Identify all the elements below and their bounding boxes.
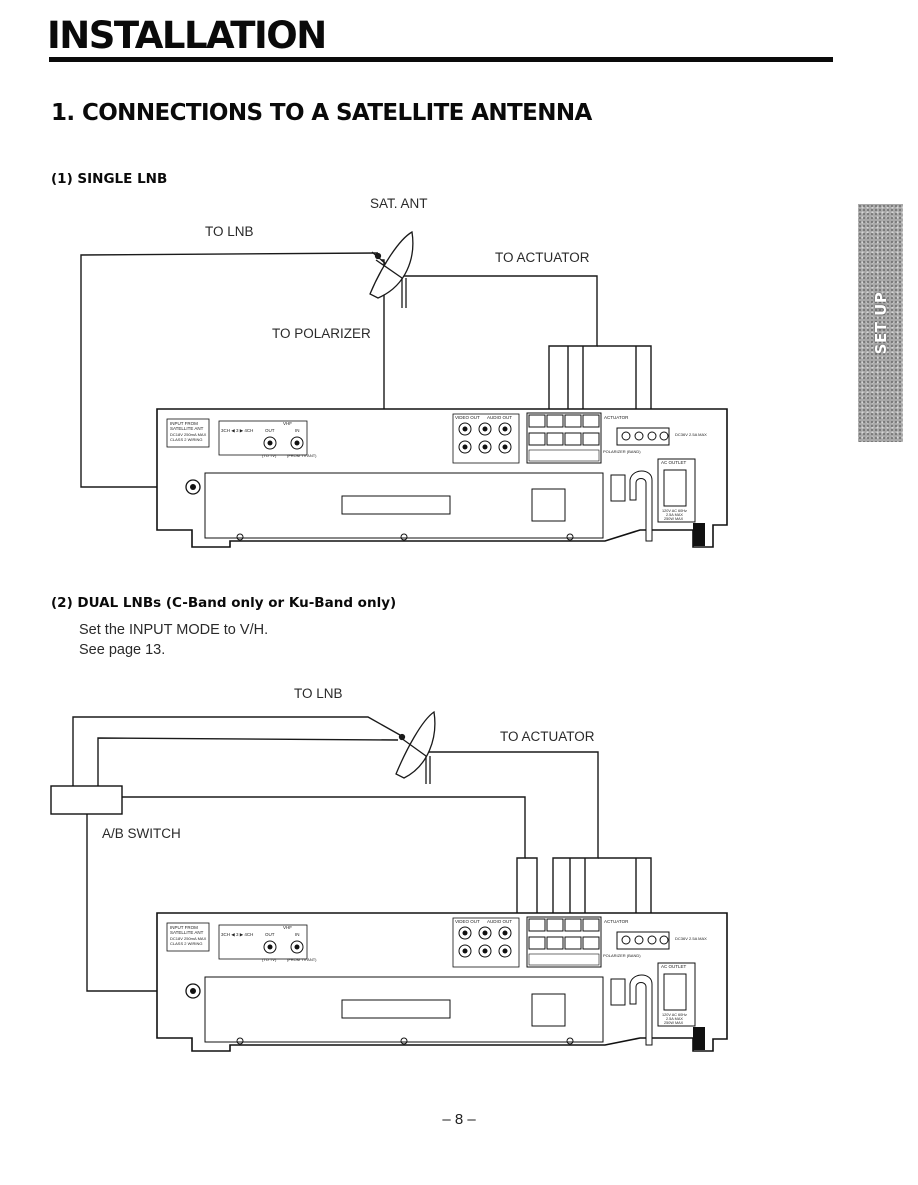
panel-to-tv: (TO TV) — [262, 957, 277, 962]
single-lnb-diagram: INPUT FROM SATELLITE ANT DC18V 250mA MAX… — [80, 230, 728, 548]
panel-in: IN — [295, 428, 300, 433]
panel-vhf: VHF — [283, 925, 292, 930]
panel-to-tv: (TO TV) — [262, 453, 277, 458]
panel-video-out: VIDEO OUT — [455, 415, 480, 420]
switch-output-cable — [86, 814, 186, 992]
panel-polarizer: POLARIZER (BAND) — [603, 953, 641, 958]
dual-lnb-instruction-1: Set the INPUT MODE to V/H. — [79, 622, 269, 638]
dual-lnb-wiring — [72, 716, 652, 992]
lnb-cable — [80, 252, 379, 488]
panel-input-from: INPUT FROM — [170, 421, 198, 426]
panel-ac-amps: 2.5A MAX — [666, 1017, 683, 1021]
panel-from-tv-ant: (FROM TV ANT) — [287, 957, 317, 962]
lnb-a-cable — [72, 716, 401, 786]
dual-lnb-instruction-2: See page 13. — [79, 642, 166, 658]
panel-ac-watts: 250W MAX — [664, 1021, 684, 1025]
panel-audio-out: AUDIO OUT — [487, 415, 512, 420]
ab-switch-box — [50, 785, 123, 815]
single-lnb-heading: (1) SINGLE LNB — [51, 171, 168, 187]
to-polarizer-label: TO POLARIZER — [272, 326, 371, 341]
panel-out: OUT — [265, 932, 275, 937]
title-rule — [49, 57, 833, 62]
panel-from-tv-ant: (FROM TV ANT) — [287, 453, 317, 458]
panel-ch-select: 3CH ◀ 3 ▶ 4CH — [221, 932, 253, 937]
actuator-cable — [428, 751, 599, 925]
panel-video-out: VIDEO OUT — [455, 919, 480, 924]
ab-switch-label: A/B SWITCH — [102, 826, 181, 841]
panel-in: IN — [295, 932, 300, 937]
panel-vhf: VHF — [283, 421, 292, 426]
sat-ant-label: SAT. ANT — [370, 196, 428, 211]
panel-class2: CLASS 2 WIRING — [170, 941, 202, 946]
page-number: – 8 – — [442, 1111, 476, 1128]
panel-dc36v: DC36V 2.5A MAX — [675, 432, 707, 437]
dual-lnb-heading: (2) DUAL LNBs (C-Band only or Ku-Band on… — [51, 595, 397, 611]
dual-to-lnb-label: TO LNB — [294, 686, 343, 701]
panel-dc-rating: DC18V 250mA MAX — [170, 432, 207, 437]
panel-ch-select: 3CH ◀ 3 ▶ 4CH — [221, 428, 253, 433]
panel-ac-watts: 250W MAX — [664, 517, 684, 521]
page-title: INSTALLATION — [47, 14, 327, 57]
panel-polarizer: POLARIZER (BAND) — [603, 449, 641, 454]
panel-ac-outlet: AC OUTLET — [661, 460, 687, 465]
lnb-b-cable — [97, 737, 399, 786]
panel-out: OUT — [265, 428, 275, 433]
panel-ac-rating: 120V AC 60Hz — [662, 1013, 687, 1017]
panel-dc36v: DC36V 2.5A MAX — [675, 936, 707, 941]
polarizer-cable — [122, 796, 526, 925]
panel-actuator: ACTUATOR — [604, 919, 629, 924]
panel-ac-outlet: AC OUTLET — [661, 964, 687, 969]
panel-input-from: INPUT FROM — [170, 925, 198, 930]
dual-to-actuator-label: TO ACTUATOR — [500, 729, 595, 744]
panel-class2: CLASS 2 WIRING — [170, 437, 202, 442]
receiver-rear-panel: INPUT FROM SATELLITE ANT DC18V 250mA MAX… — [156, 408, 728, 548]
side-tab: SET UP — [858, 204, 903, 442]
panel-audio-out: AUDIO OUT — [487, 919, 512, 924]
section-heading: 1. CONNECTIONS TO A SATELLITE ANTENNA — [51, 100, 592, 126]
panel-ac-amps: 2.5A MAX — [666, 513, 683, 517]
panel-actuator: ACTUATOR — [604, 415, 629, 420]
panel-ac-rating: 120V AC 60Hz — [662, 509, 687, 513]
panel-satellite-ant: SATELLITE ANT — [170, 930, 204, 935]
panel-satellite-ant: SATELLITE ANT — [170, 426, 204, 431]
dual-lnb-diagram: INPUT FROM SATELLITE ANT DC18V 250mA MAX… — [50, 710, 728, 1052]
to-lnb-label: TO LNB — [205, 224, 254, 239]
to-actuator-label: TO ACTUATOR — [495, 250, 590, 265]
satellite-dish-icon — [369, 230, 414, 308]
receiver-rear-panel: INPUT FROM SATELLITE ANT DC18V 250mA MAX… — [156, 912, 728, 1052]
panel-dc-rating: DC18V 250mA MAX — [170, 936, 207, 941]
satellite-dish-icon — [395, 710, 436, 784]
